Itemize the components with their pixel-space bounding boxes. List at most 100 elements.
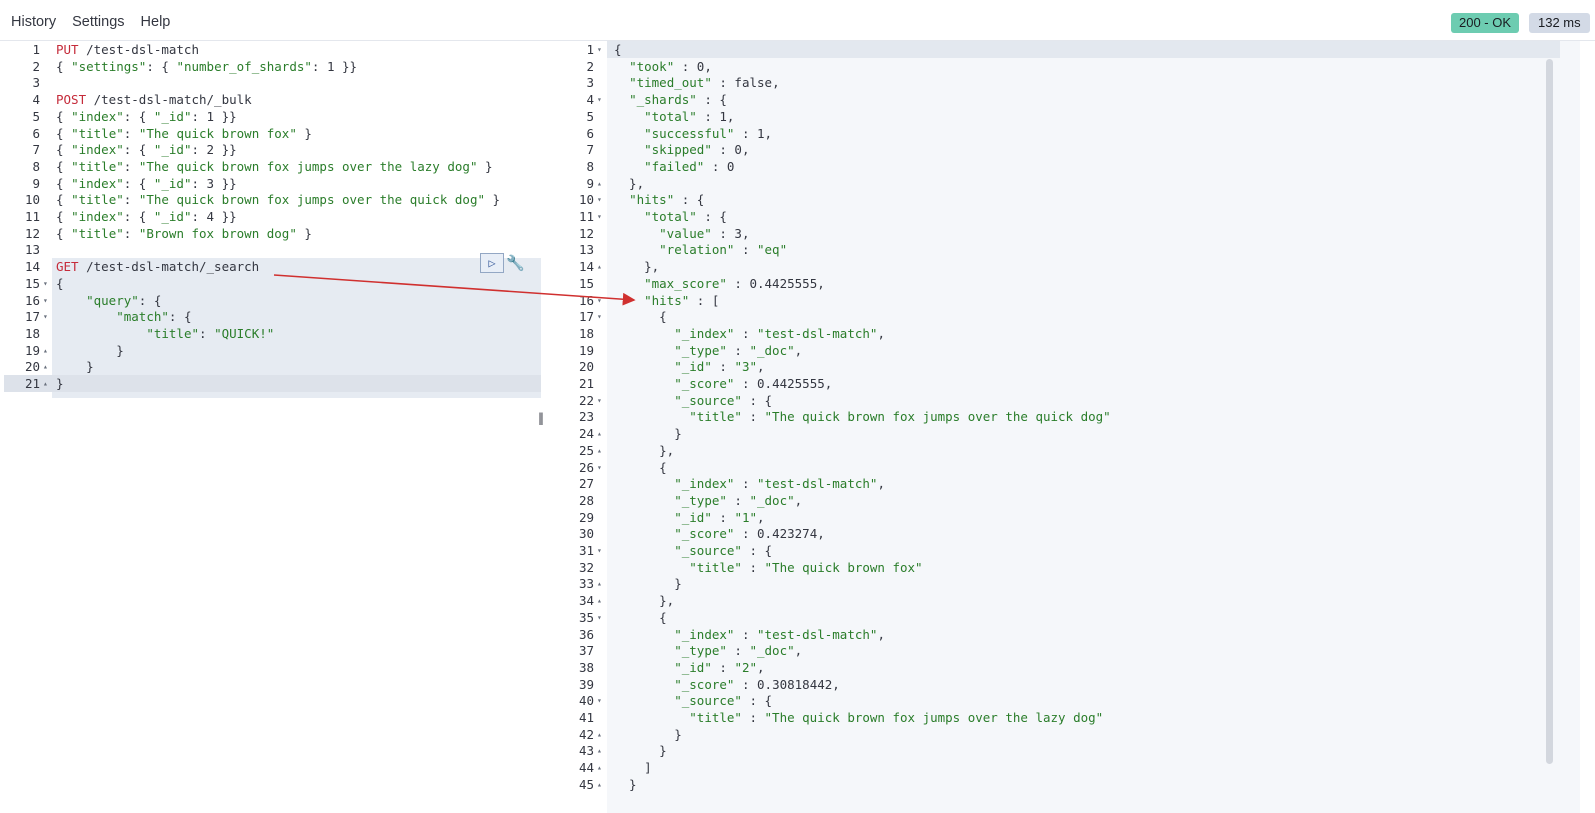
request-gutter (4, 41, 52, 813)
code-line: 26▾ { (556, 459, 1580, 476)
code-text: "max_score" : 0.4425555, (644, 275, 825, 291)
menu-history[interactable]: History (11, 14, 57, 30)
code-text: "_id" : "2", (674, 659, 765, 675)
menu-help[interactable]: Help (140, 14, 171, 30)
code-line: 2{ "settings": { "number_of_shards": 1 }… (4, 58, 541, 75)
line-number: 4 (32, 92, 40, 108)
code-text: "match": { (116, 309, 192, 325)
fold-down-icon[interactable]: ▾ (597, 462, 602, 472)
code-line: 18 "title": "QUICK!" (4, 325, 541, 342)
code-text: } (56, 359, 94, 375)
fold-up-icon[interactable]: ▴ (597, 445, 602, 455)
code-text: { "title": "The quick brown fox" } (56, 125, 312, 141)
fold-down-icon[interactable]: ▾ (597, 195, 602, 205)
code-line: 20▴ } (4, 358, 541, 375)
fold-up-icon[interactable]: ▴ (43, 379, 48, 388)
line-number: 5 (32, 108, 40, 124)
line-number: 34 (578, 593, 594, 609)
line-number: 38 (578, 659, 594, 675)
code-text: "_index" : "test-dsl-match", (674, 626, 885, 642)
code-text: "_type" : "_doc", (674, 492, 803, 508)
line-number: 22 (578, 392, 594, 408)
fold-up-icon[interactable]: ▴ (43, 345, 48, 355)
code-line: 42▴ } (556, 726, 1580, 743)
menu-settings[interactable]: Settings (72, 14, 125, 30)
console-toolbar: History Settings Help 200 - OK 132 ms (0, 0, 1595, 41)
code-line: 33▴ } (556, 575, 1580, 592)
fold-down-icon[interactable]: ▾ (43, 295, 48, 305)
fold-up-icon[interactable]: ▴ (597, 429, 602, 439)
line-number: 7 (586, 142, 594, 158)
line-number: 19 (578, 342, 594, 358)
code-line: 30 "_score" : 0.423274, (556, 525, 1580, 542)
fold-down-icon[interactable]: ▾ (43, 312, 48, 322)
response-viewer[interactable]: 1▾{2 "took" : 0,3 "timed_out" : false,4▾… (556, 41, 1580, 813)
pane-resizer[interactable]: ‖ (538, 411, 544, 425)
line-number: 16 (24, 292, 40, 308)
code-line: 10{ "title": "The quick brown fox jumps … (4, 191, 541, 208)
code-line: 28 "_type" : "_doc", (556, 492, 1580, 509)
code-text: { (614, 42, 622, 57)
fold-down-icon[interactable]: ▾ (597, 295, 602, 305)
line-number: 31 (578, 543, 594, 558)
fold-down-icon[interactable]: ▾ (597, 212, 602, 221)
fold-down-icon[interactable]: ▾ (597, 395, 602, 405)
code-line: 15▾{ (4, 275, 541, 292)
code-line: 37 "_type" : "_doc", (556, 642, 1580, 659)
code-line: 39 "_score" : 0.30818442, (556, 676, 1580, 693)
fold-down-icon[interactable]: ▾ (597, 312, 602, 322)
code-line: 9▴ }, (556, 175, 1580, 192)
code-line: 3 "timed_out" : false, (556, 74, 1580, 91)
send-request-button[interactable]: ▷ (480, 253, 504, 273)
code-text: "_score" : 0.423274, (674, 526, 825, 542)
fold-up-icon[interactable]: ▴ (597, 262, 602, 272)
fold-up-icon[interactable]: ▴ (597, 763, 602, 773)
code-line: 21 "_score" : 0.4425555, (556, 375, 1580, 392)
code-text: "successful" : 1, (644, 125, 773, 141)
code-line: 24▴ } (556, 425, 1580, 442)
line-number: 3 (586, 75, 594, 91)
code-line: 22▾ "_source" : { (556, 392, 1580, 409)
code-text: "_type" : "_doc", (674, 643, 803, 659)
fold-down-icon[interactable]: ▾ (597, 696, 602, 706)
fold-down-icon[interactable]: ▾ (597, 546, 602, 555)
line-number: 5 (586, 108, 594, 124)
response-gutter (556, 41, 607, 813)
code-text: "_id" : "3", (674, 359, 765, 375)
fold-down-icon[interactable]: ▾ (597, 95, 602, 105)
code-text: } (614, 726, 682, 742)
code-line: 12 "value" : 3, (556, 225, 1580, 242)
code-text: { (56, 275, 64, 291)
code-text: }, (614, 593, 675, 609)
line-number: 11 (578, 209, 594, 224)
line-number: 13 (578, 242, 594, 258)
fold-down-icon[interactable]: ▾ (597, 612, 602, 622)
code-line: 16▾ "hits" : [ (556, 292, 1580, 309)
fold-up-icon[interactable]: ▴ (597, 729, 602, 739)
fold-down-icon[interactable]: ▾ (597, 45, 602, 54)
code-text: { "index": { "_id": 1 }} (56, 108, 237, 124)
code-text: { "title": "The quick brown fox jumps ov… (56, 158, 493, 174)
code-text: } (614, 776, 637, 792)
line-number: 8 (32, 158, 40, 174)
code-line: 41 "title" : "The quick brown fox jumps … (556, 709, 1580, 726)
fold-up-icon[interactable]: ▴ (597, 596, 602, 606)
code-text: "skipped" : 0, (644, 142, 750, 158)
wrench-icon[interactable]: 🔧 (506, 254, 525, 272)
fold-up-icon[interactable]: ▴ (43, 362, 48, 372)
fold-up-icon[interactable]: ▴ (597, 178, 602, 188)
code-text: "relation" : "eq" (659, 242, 788, 258)
fold-up-icon[interactable]: ▴ (597, 746, 602, 756)
code-line: 13 (4, 241, 541, 258)
code-text: "query": { (86, 292, 162, 308)
code-text: "title" : "The quick brown fox jumps ove… (689, 409, 1111, 425)
fold-up-icon[interactable]: ▴ (597, 579, 602, 589)
fold-down-icon[interactable]: ▾ (43, 278, 48, 288)
response-scrollbar-thumb[interactable] (1546, 59, 1553, 764)
code-text: } (614, 576, 682, 592)
fold-up-icon[interactable]: ▴ (597, 779, 602, 789)
line-number: 32 (578, 559, 594, 575)
